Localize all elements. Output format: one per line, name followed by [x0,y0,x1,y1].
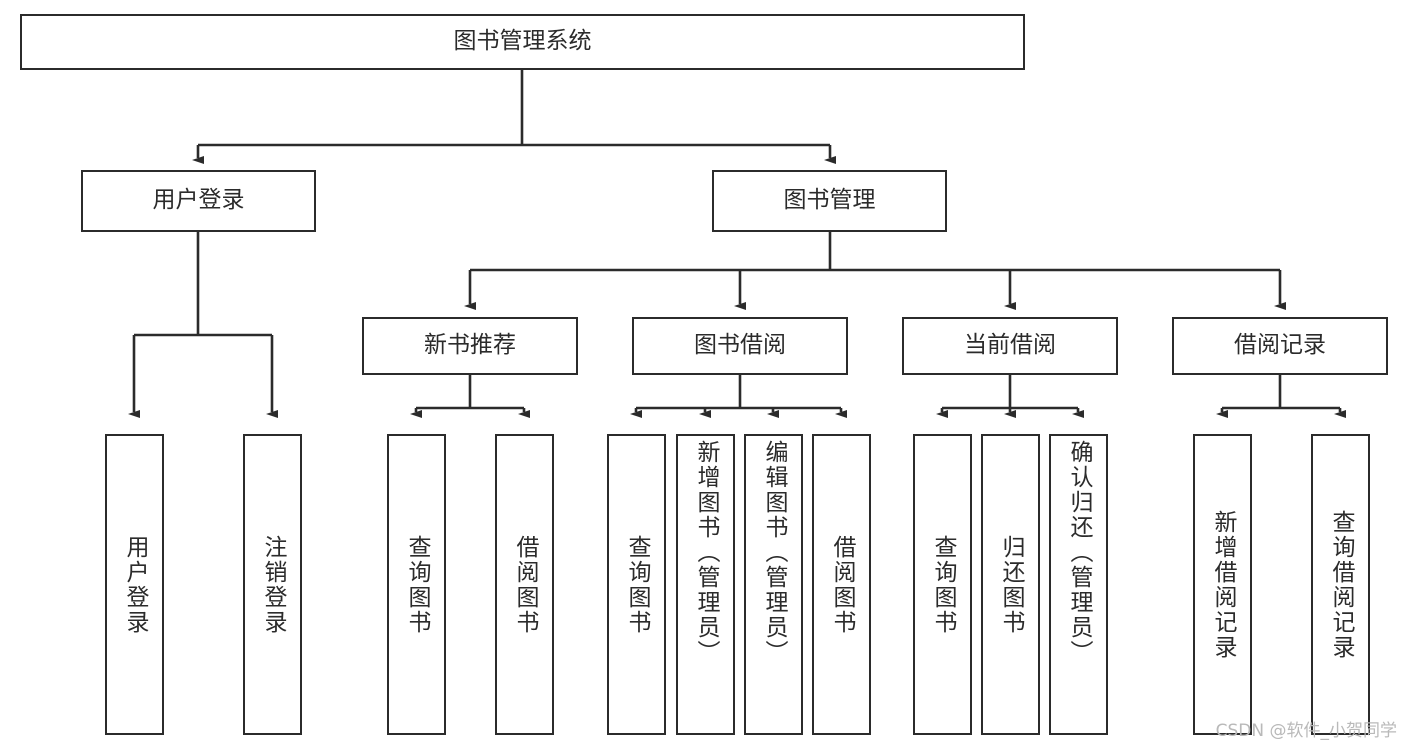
node-label: 借阅图书 [512,534,538,635]
leaf-borrow-query-book[interactable]: 查询图书 [607,434,666,735]
node-label: 图书管理系统 [453,28,592,55]
node-new-book-recommend[interactable]: 新书推荐 [362,317,578,375]
node-book-borrow[interactable]: 图书借阅 [632,317,848,375]
node-label: 用户登录 [152,187,245,214]
node-label: 查询借阅记录 [1328,509,1354,660]
node-label: 编辑图书（管理员） [761,440,787,665]
leaf-records-add-record[interactable]: 新增借阅记录 [1193,434,1252,735]
node-label: 图书借阅 [694,332,786,359]
node-root-book-management-system[interactable]: 图书管理系统 [20,14,1025,70]
node-label: 注销登录 [260,534,286,635]
node-label: 查询图书 [404,534,430,635]
node-label: 归还图书 [998,534,1024,635]
leaf-logout[interactable]: 注销登录 [243,434,302,735]
node-label: 新书推荐 [424,332,516,359]
node-label: 查询图书 [930,534,956,635]
leaf-records-query-record[interactable]: 查询借阅记录 [1311,434,1370,735]
node-label: 图书管理 [783,187,876,214]
node-label: 当前借阅 [964,332,1056,359]
csdn-watermark: CSDN @软件_小贺同学 [1215,721,1397,741]
leaf-current-return-book[interactable]: 归还图书 [981,434,1040,735]
leaf-recommend-query-book[interactable]: 查询图书 [387,434,446,735]
node-label: 查询图书 [624,534,650,635]
leaf-borrow-edit-book-admin[interactable]: 编辑图书（管理员） [744,434,803,735]
leaf-recommend-borrow-book[interactable]: 借阅图书 [495,434,554,735]
node-label: 确认归还（管理员） [1066,440,1092,665]
node-user-login[interactable]: 用户登录 [81,170,316,232]
leaf-borrow-add-book-admin[interactable]: 新增图书（管理员） [676,434,735,735]
node-label: 借阅记录 [1234,332,1326,359]
leaf-user-login[interactable]: 用户登录 [105,434,164,735]
node-borrow-records[interactable]: 借阅记录 [1172,317,1388,375]
node-label: 借阅图书 [829,534,855,635]
node-current-borrow[interactable]: 当前借阅 [902,317,1118,375]
node-label: 新增借阅记录 [1210,509,1236,660]
node-label: 用户登录 [122,534,148,635]
leaf-current-query-book[interactable]: 查询图书 [913,434,972,735]
leaf-current-confirm-return-admin[interactable]: 确认归还（管理员） [1049,434,1108,735]
leaf-borrow-borrow-book[interactable]: 借阅图书 [812,434,871,735]
node-book-management[interactable]: 图书管理 [712,170,947,232]
node-label: 新增图书（管理员） [693,440,719,665]
